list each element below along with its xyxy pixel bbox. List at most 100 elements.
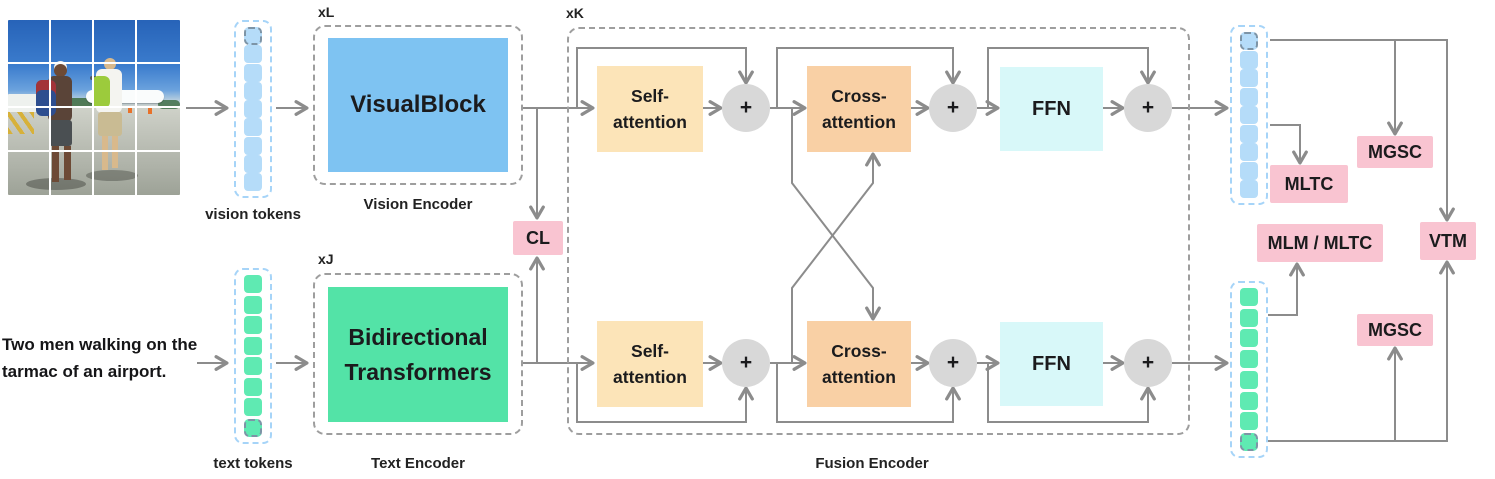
token [1240, 412, 1258, 431]
token [244, 316, 262, 335]
patch-grid-line [8, 106, 180, 108]
token [1240, 329, 1258, 348]
token [1240, 370, 1258, 389]
token [244, 118, 262, 137]
token [1240, 50, 1258, 69]
photo-person-left-legs [64, 146, 71, 180]
add-node-top-3: + [1124, 84, 1172, 132]
cross-attention-line-1: Cross- [831, 85, 887, 106]
vision-token-column-in [234, 20, 272, 198]
token [1240, 143, 1258, 161]
photo-person-right-legs [102, 136, 108, 170]
wire-vision-tokens-to-mltc [1270, 124, 1308, 165]
wire-text-cls-to-vtm [1268, 260, 1455, 442]
photo-person-left-legs [52, 146, 59, 182]
token [244, 377, 262, 396]
patch-grid-line [8, 62, 180, 64]
text-encoder-label: Text Encoder [371, 455, 465, 472]
vtm-objective-box: VTM [1420, 222, 1476, 260]
self-attention-line-2: attention [613, 367, 687, 387]
photo-person-right-head [104, 58, 116, 70]
photo-cone [128, 106, 132, 113]
self-attention-line-2: attention [613, 112, 687, 132]
caption-line-2: tarmac of an airport. [2, 362, 167, 382]
text-tokens-label: text tokens [213, 455, 293, 472]
add-node-top-2: + [929, 84, 977, 132]
photo-cone [148, 107, 152, 114]
add-node-bottom-3: + [1124, 339, 1172, 387]
input-caption: Two men walking on the tarmac of an airp… [2, 331, 197, 385]
photo-backpack-green [92, 76, 110, 108]
cross-attention-bottom: Cross- attention [807, 321, 911, 407]
token [244, 336, 262, 355]
token [1240, 124, 1258, 143]
token [244, 100, 262, 118]
photo-yellow-marking [8, 112, 34, 134]
ffn-bottom: FFN [1000, 322, 1103, 406]
mgsc-objective-box-top: MGSC [1357, 136, 1433, 168]
cls-token [244, 418, 262, 437]
token [244, 275, 262, 293]
self-attention-top: Self- attention [597, 66, 703, 152]
patch-grid-line [8, 150, 180, 152]
text-token-column-in [234, 268, 272, 444]
token [244, 45, 262, 64]
add-node-bottom-2: + [929, 339, 977, 387]
wire-text-tokens-to-mlm [1268, 262, 1305, 316]
cls-token [244, 27, 262, 45]
cross-attention-top: Cross- attention [807, 66, 911, 152]
cls-token [1240, 32, 1258, 50]
photo-backpack-blue [36, 80, 56, 116]
token [244, 63, 262, 82]
token [1240, 180, 1258, 198]
add-node-top-1: + [722, 84, 770, 132]
token [1240, 288, 1258, 306]
token [244, 398, 262, 417]
token [244, 357, 262, 376]
mgsc-objective-box-bottom: MGSC [1357, 314, 1433, 346]
photo-person-left-shadow [26, 178, 86, 190]
fusion-encoder-repeat: xK [566, 5, 584, 21]
token [1240, 106, 1258, 124]
token [1240, 69, 1258, 87]
photo-person-right-shorts [98, 112, 122, 136]
token [1240, 308, 1258, 327]
add-node-bottom-1: + [722, 339, 770, 387]
fusion-encoder-label: Fusion Encoder [815, 455, 929, 472]
cross-attention-line-1: Cross- [831, 340, 887, 361]
input-image [8, 20, 180, 195]
photo-person-left-head [54, 64, 67, 77]
vision-tokens-label: vision tokens [205, 206, 301, 223]
self-attention-line-1: Self- [631, 340, 669, 361]
self-attention-line-1: Self- [631, 85, 669, 106]
token [1240, 391, 1258, 410]
text-encoder-container [313, 273, 523, 435]
token [244, 154, 262, 173]
cross-attention-line-2: attention [822, 112, 896, 132]
fusion-encoder-container [567, 27, 1190, 435]
photo-person-right-legs [112, 136, 118, 168]
bidirectional-line-2: Transformers [344, 358, 492, 385]
cls-token [1240, 432, 1258, 451]
bidirectional-transformers-block: Bidirectional Transformers [328, 287, 508, 422]
vision-encoder-repeat: xL [318, 4, 335, 20]
photo-person-right-shadow [86, 170, 138, 181]
mltc-objective-box: MLTC [1270, 165, 1348, 203]
vision-encoder-label: Vision Encoder [363, 196, 473, 213]
visual-block: VisualBlock [328, 38, 508, 172]
vision-encoder-container [313, 25, 523, 185]
token [244, 295, 262, 314]
cl-objective-box: CL [513, 221, 563, 255]
token [1240, 350, 1258, 369]
token [244, 136, 262, 155]
token [244, 81, 262, 100]
token [1240, 161, 1258, 180]
self-attention-bottom: Self- attention [597, 321, 703, 407]
vision-token-column-out [1230, 25, 1268, 205]
text-token-column-out [1230, 281, 1268, 458]
caption-line-1: Two men walking on the [2, 335, 198, 354]
ffn-top: FFN [1000, 67, 1103, 151]
bidirectional-line-1: Bidirectional [348, 324, 488, 350]
token [1240, 87, 1258, 106]
